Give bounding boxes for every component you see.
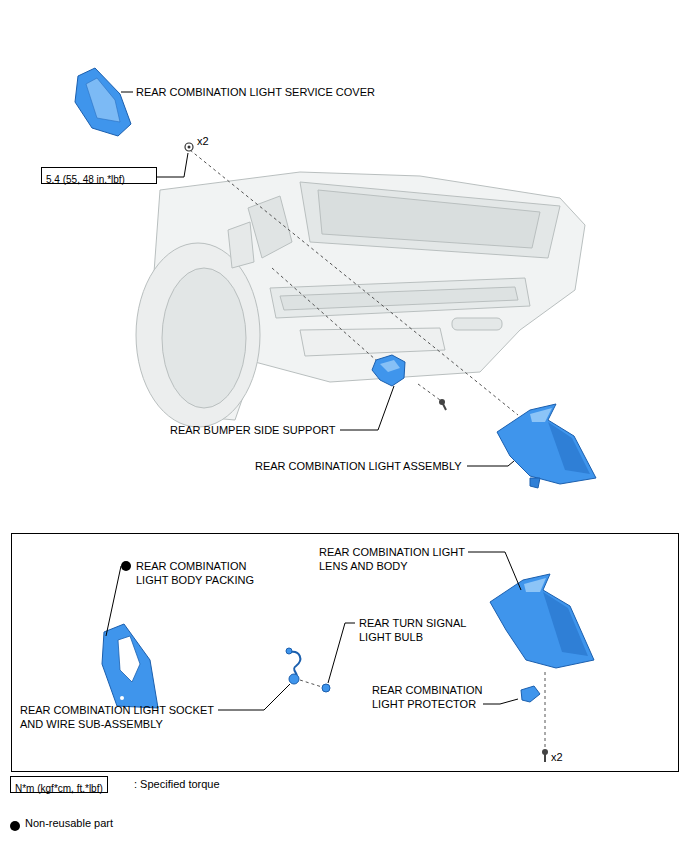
legend-text: Non-reusable part (25, 817, 113, 829)
light-assembly (497, 404, 596, 488)
legend-entry: Non-reusable part (25, 816, 113, 830)
lens-and-body (490, 574, 594, 668)
part-name: REAR COMBINATION LIGHT SOCKET AND WIRE S… (20, 703, 227, 731)
detail-frame (12, 534, 679, 772)
protector (521, 686, 540, 702)
socket-wire (286, 648, 300, 684)
node-text: N*m (kgf*cm, ft.*lbf) (15, 782, 103, 795)
leader-line (121, 92, 514, 466)
legend-text: : Specified torque (134, 777, 220, 791)
non-reusable-mark (121, 561, 131, 571)
part-name: REAR BUMPER SIDE SUPPORT (170, 423, 335, 437)
part-name: REAR TURN SIGNAL LIGHT BULB (359, 616, 481, 644)
assembly-line (190, 150, 545, 748)
quantity-note: x2 (551, 750, 563, 764)
part-name: REAR COMBINATION LIGHT ASSEMBLY (255, 459, 462, 473)
vehicle-body (136, 172, 585, 427)
bolt-symbol (185, 143, 193, 151)
part-name: REAR COMBINATION LIGHT LENS AND BODY (319, 545, 485, 573)
leader-line (106, 552, 521, 710)
part-name: REAR COMBINATION LIGHT PROTECTOR (372, 683, 500, 711)
part-name: REAR COMBINATION LIGHT SERVICE COVER (136, 85, 375, 99)
bulb (322, 684, 330, 692)
screw-symbol (542, 749, 548, 762)
body-packing (102, 624, 158, 708)
unit-box: N*m (kgf*cm, ft.*lbf) (10, 776, 108, 793)
bumper-side-support (372, 355, 446, 410)
torque-box: 5.4 (55, 48 in.*lbf) (41, 167, 157, 184)
service-cover (75, 68, 131, 136)
part-name: REAR COMBINATION LIGHT BODY PACKING (136, 559, 268, 587)
quantity-note: x2 (197, 134, 209, 148)
legend-swatch (10, 821, 20, 831)
node-text: 5.4 (55, 48 in.*lbf) (46, 173, 125, 186)
